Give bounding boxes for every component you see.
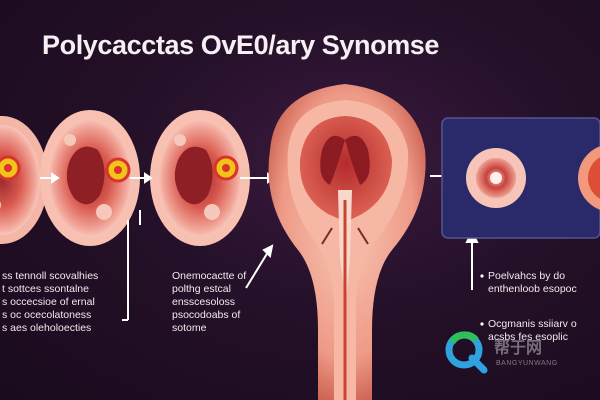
- caption-line: Onemocactte of: [172, 270, 247, 282]
- uterus-illustration: [268, 84, 426, 400]
- caption-line: psocodoabs of: [172, 309, 241, 321]
- caption-line: ss tennoll scovalhies: [2, 270, 99, 282]
- watermark-brand: 帮于网: [494, 340, 543, 357]
- caption-right-bottom: Ocgmanis ssiiarv o acsbs fes esoplic: [488, 318, 598, 344]
- page-title: Polycacctas OvE0/ary Synomse: [42, 30, 440, 60]
- caption-line: sotome: [172, 322, 207, 334]
- caption-line: t sottces ssontalne: [2, 283, 89, 295]
- watermark-logo-icon: [445, 331, 488, 374]
- ovary-2: [40, 110, 140, 246]
- ovary-1: [0, 116, 48, 244]
- caption-line: Ocgmanis ssiiarv o: [488, 318, 577, 330]
- watermark-subtext: BANGYUNWANG: [496, 360, 558, 367]
- caption-line: s aes oleholoecties: [2, 322, 92, 334]
- caption-line: ensscesoloss: [172, 296, 236, 308]
- caption-line: s oc ocecolatoness: [2, 309, 92, 321]
- detail-panel: [441, 117, 600, 239]
- caption-line: Poelvahcs by do: [488, 270, 566, 282]
- caption-line: enthenloob esopoc: [488, 283, 577, 295]
- caption-middle: Onemocactte of polthg estcal ensscesolos…: [172, 270, 272, 335]
- caption-right-top: Poelvahcs by do enthenloob esopoc: [488, 270, 598, 296]
- caption-line: polthg estcal: [172, 283, 231, 295]
- watermark: 帮于网 BANGYUNWANG: [444, 330, 584, 376]
- ovary-3: [150, 110, 250, 246]
- caption-markers: [480, 274, 484, 326]
- caption-left: ss tennoll scovalhies t sottces ssontaln…: [2, 270, 114, 335]
- caption-line: s occecsioe of ernal: [2, 296, 95, 308]
- caption-line: acsbs fes esoplic: [488, 331, 568, 343]
